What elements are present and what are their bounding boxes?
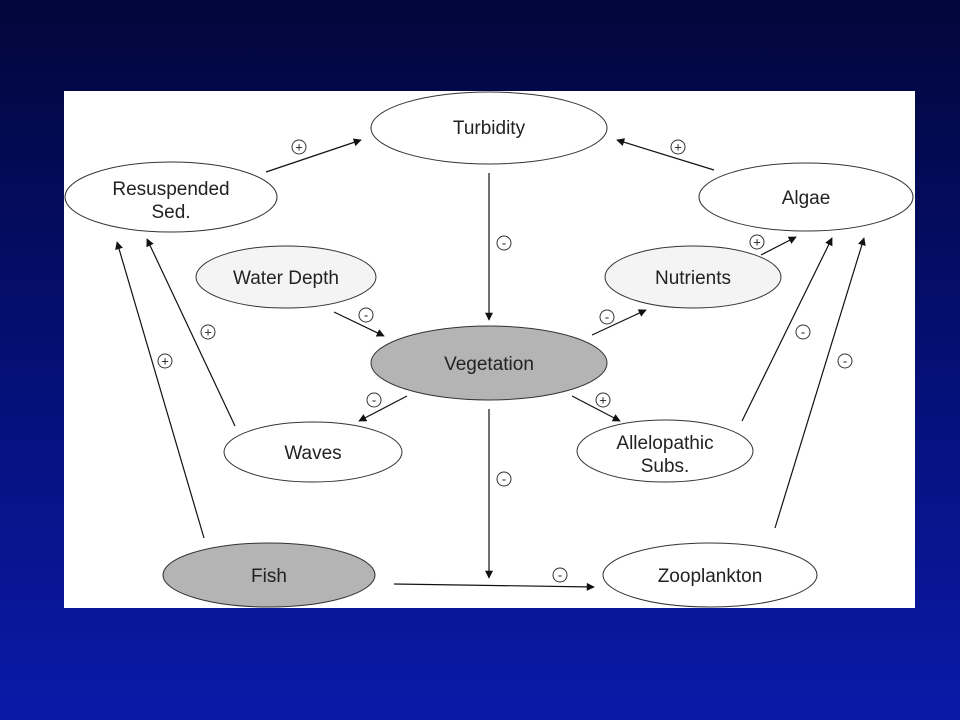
arrow-fish-to-resuspended xyxy=(115,241,205,539)
svg-text:-: - xyxy=(558,568,562,583)
vegetation-label: Vegetation xyxy=(444,354,534,375)
nutrients-label: Nutrients xyxy=(655,268,731,289)
sign-algae-to-turbidity: + xyxy=(670,139,686,155)
node-fish: Fish xyxy=(162,542,376,608)
sign-waves-to-resuspended: + xyxy=(200,324,216,340)
diagram-panel: Turbidity Resuspended Sed. Algae Water D… xyxy=(64,91,915,608)
arrow-zooplankton-to-algae xyxy=(774,237,866,529)
arrow-vegetation-to-waves xyxy=(358,395,408,422)
arrow-nutrients-to-algae xyxy=(760,236,797,256)
resuspended-label-line1: Resuspended xyxy=(112,179,229,200)
node-waves: Waves xyxy=(223,421,403,483)
arrow-resuspended-to-turbidity xyxy=(265,138,362,173)
node-allelopathic-subs: Allelopathic Subs. xyxy=(576,419,754,483)
arrow-allelopathic-to-algae xyxy=(741,237,833,422)
arrow-water-depth-to-vegetation xyxy=(333,311,385,337)
sign-water-depth-to-vegetation: - xyxy=(358,307,374,323)
svg-text:+: + xyxy=(161,354,169,369)
node-turbidity: Turbidity xyxy=(370,91,608,165)
arrow-vegetation-to-allelopathic xyxy=(571,395,621,422)
sign-allelopathic-to-algae: - xyxy=(795,324,811,340)
sign-vegetation-to-fish-zooplankton-link: - xyxy=(496,471,512,487)
svg-text:+: + xyxy=(204,325,212,340)
algae-label: Algae xyxy=(782,188,831,209)
svg-text:-: - xyxy=(364,308,368,323)
svg-text:-: - xyxy=(605,310,609,325)
svg-text:-: - xyxy=(843,354,847,369)
svg-text:+: + xyxy=(599,393,607,408)
svg-text:-: - xyxy=(502,236,506,251)
node-nutrients: Nutrients xyxy=(604,245,782,309)
node-vegetation: Vegetation xyxy=(370,325,608,401)
node-resuspended-sed: Resuspended Sed. xyxy=(64,161,278,233)
svg-text:-: - xyxy=(372,393,376,408)
water-depth-label: Water Depth xyxy=(233,268,339,289)
arrow-fish-to-zooplankton xyxy=(393,582,595,591)
arrow-algae-to-turbidity xyxy=(616,138,715,171)
causal-loop-diagram: Turbidity Resuspended Sed. Algae Water D… xyxy=(64,91,914,608)
sign-vegetation-to-waves: - xyxy=(366,392,382,408)
resuspended-label-line2: Sed. xyxy=(151,202,190,223)
sign-fish-to-resuspended: + xyxy=(157,353,173,369)
allelopathic-label-line1: Allelopathic xyxy=(616,433,713,454)
arrow-vegetation-to-nutrients xyxy=(591,309,647,336)
sign-turbidity-to-vegetation: - xyxy=(496,235,512,251)
node-water-depth: Water Depth xyxy=(195,245,377,309)
svg-text:+: + xyxy=(753,235,761,250)
allelopathic-label-line2: Subs. xyxy=(641,456,690,477)
arrow-waves-to-resuspended xyxy=(146,238,236,427)
waves-label: Waves xyxy=(284,443,341,464)
sign-nutrients-to-algae: + xyxy=(749,234,765,250)
fish-label: Fish xyxy=(251,566,287,587)
svg-text:+: + xyxy=(674,140,682,155)
sign-fish-to-zooplankton: - xyxy=(552,567,568,583)
sign-resuspended-to-turbidity: + xyxy=(291,139,307,155)
turbidity-label: Turbidity xyxy=(453,118,526,139)
svg-text:+: + xyxy=(295,140,303,155)
svg-text:-: - xyxy=(801,325,805,340)
node-zooplankton: Zooplankton xyxy=(602,542,818,608)
svg-text:-: - xyxy=(502,472,506,487)
zooplankton-label: Zooplankton xyxy=(658,566,763,587)
node-algae: Algae xyxy=(698,162,914,232)
sign-zooplankton-to-algae: - xyxy=(837,353,853,369)
sign-vegetation-to-allelopathic: + xyxy=(595,392,611,408)
sign-vegetation-to-nutrients: - xyxy=(599,309,615,325)
